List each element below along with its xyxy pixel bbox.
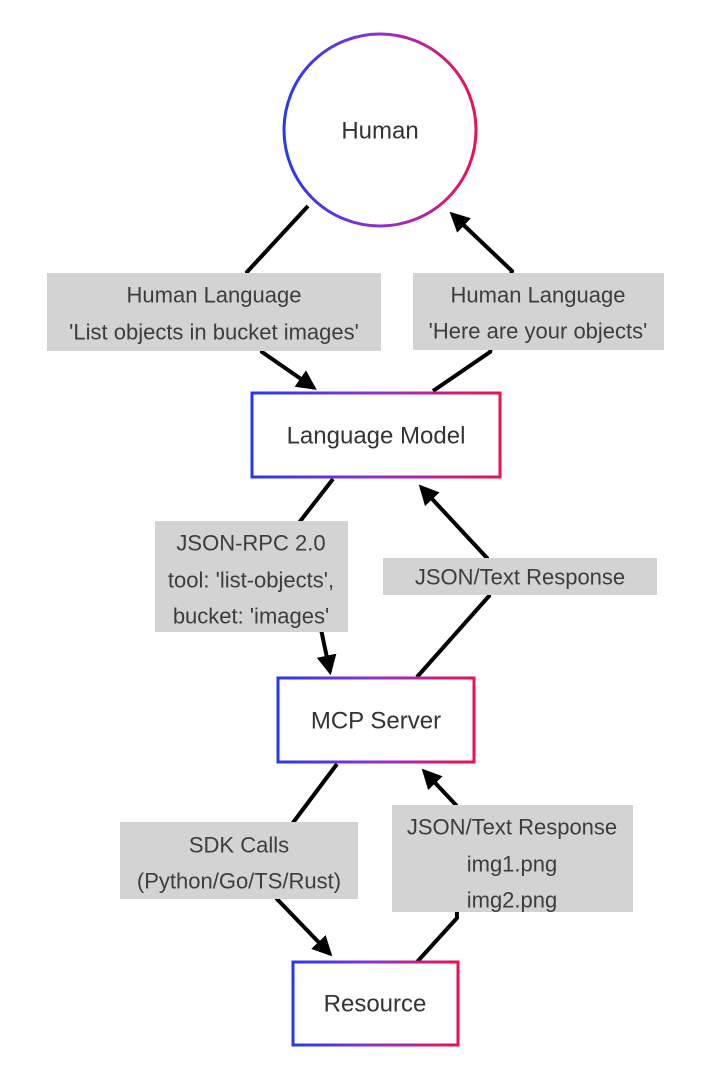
edge-label-human-response: Human Language 'Here are your objects': [413, 273, 664, 350]
node-label: Human: [341, 118, 418, 145]
node-label: Language Model: [287, 423, 466, 450]
label-background: [383, 558, 657, 595]
node-resource: Resource: [291, 960, 460, 1047]
language-model-box: [250, 391, 502, 479]
human-circle: [282, 32, 478, 228]
node-human: Human: [282, 32, 478, 228]
label-background: [155, 521, 348, 632]
edge-label-line: (Python/Go/TS/Rust): [137, 869, 341, 894]
label-background: [413, 273, 664, 350]
edge-label-rpc-request: JSON-RPC 2.0 tool: 'list-objects', bucke…: [155, 521, 348, 632]
edge-label-line: tool: 'list-objects',: [168, 568, 334, 593]
node-label: MCP Server: [311, 708, 441, 735]
edge-label-line: img2.png: [467, 888, 558, 913]
node-label: Resource: [324, 991, 427, 1018]
edge-label-resource-response: JSON/Text Response img1.png img2.png: [392, 805, 633, 913]
edge-label-rpc-response: JSON/Text Response: [383, 558, 657, 595]
edge-label-line: Human Language: [451, 283, 626, 308]
edge-label-human-request: Human Language 'List objects in bucket i…: [47, 273, 381, 351]
edge-label-line: JSON-RPC 2.0: [176, 531, 325, 556]
edge-label-line: JSON/Text Response: [407, 815, 617, 840]
edge-label-line: Human Language: [127, 283, 302, 308]
edge-label-line: img1.png: [467, 852, 558, 877]
edge-label-sdk-request: SDK Calls (Python/Go/TS/Rust): [120, 822, 358, 899]
label-background: [47, 273, 381, 351]
edge-label-line: SDK Calls: [189, 833, 289, 858]
node-mcp-server: MCP Server: [276, 676, 476, 764]
label-background: [120, 822, 358, 899]
edge-label-line: bucket: 'images': [173, 604, 329, 629]
label-background: [392, 805, 633, 912]
mcp-server-box: [276, 676, 476, 764]
node-language-model: Language Model: [250, 391, 502, 479]
edge-label-line: JSON/Text Response: [415, 565, 625, 590]
edge-label-line: 'List objects in bucket images': [69, 320, 359, 345]
edge-label-line: 'Here are your objects': [429, 319, 648, 344]
resource-box: [291, 960, 460, 1047]
